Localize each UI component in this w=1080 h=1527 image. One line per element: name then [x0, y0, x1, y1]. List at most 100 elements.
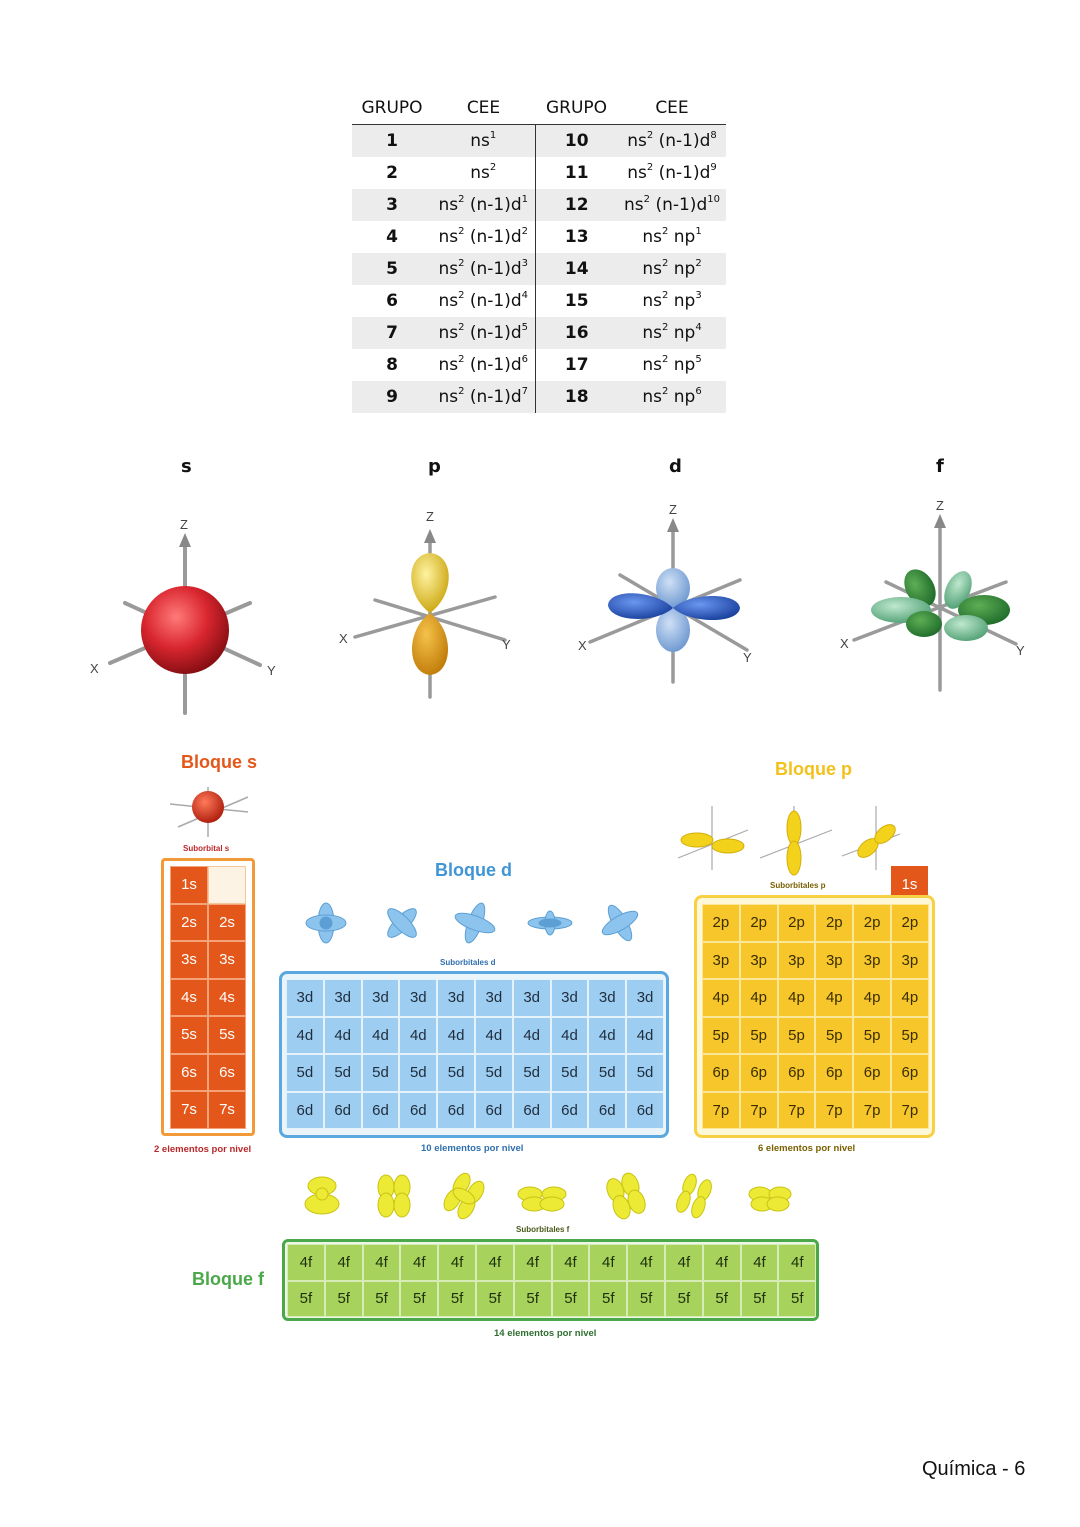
cee-sup: 2	[661, 386, 669, 397]
element-cell: 5f	[778, 1280, 817, 1317]
cee-base: ns	[470, 131, 490, 151]
element-cell: 5f	[362, 1280, 401, 1317]
cee-rest: np	[668, 291, 696, 311]
element-cell: 2s	[170, 903, 208, 941]
group-number: 9	[352, 381, 432, 413]
p-suborbitals-icons	[677, 806, 901, 876]
cee-sup: 2	[661, 354, 669, 365]
cee-rest: (n-1)d	[464, 387, 522, 407]
element-cell: 5d	[399, 1054, 438, 1092]
cee-value: ns2 (n-1)d8	[618, 124, 726, 157]
element-cell: 7p	[702, 1091, 740, 1129]
f-orbital-figure: Z X Y	[840, 498, 1025, 692]
group-number: 12	[535, 189, 618, 221]
element-cell: 4f	[702, 1244, 741, 1281]
cee-base: ns	[642, 355, 662, 375]
element-cell: 4p	[777, 979, 816, 1017]
element-cell: 5d	[474, 1054, 513, 1092]
cee-sup: 2	[458, 322, 465, 333]
cee-rest: (n-1)d	[464, 195, 522, 215]
element-cell: 6s	[170, 1053, 208, 1091]
axis-x-label: X	[90, 661, 99, 676]
group-number: 7	[352, 317, 432, 349]
element-cell: 5f	[589, 1280, 628, 1317]
cee-value: ns2 np6	[618, 381, 726, 413]
element-cell: 4f	[438, 1244, 476, 1281]
block-s-caption: 2 elementos por nivel	[154, 1144, 252, 1155]
element-cell: 3d	[399, 979, 438, 1017]
orbital-label-s: s	[181, 456, 192, 477]
cee-value: ns2 np2	[618, 253, 726, 285]
group-number: 17	[564, 355, 589, 375]
element-cell: 6d	[399, 1091, 438, 1129]
element-cell: 3d	[437, 979, 475, 1017]
element-cell: 5p	[702, 1016, 740, 1054]
cee-rsup: 2	[521, 226, 529, 237]
element-cell: 4f	[589, 1244, 628, 1281]
element-cell: 4s	[208, 978, 246, 1016]
element-cell: 3s	[208, 941, 246, 979]
element-cell: 3p	[702, 941, 740, 979]
group-number: 3	[352, 189, 432, 221]
cee-value: ns2 np5	[618, 349, 726, 381]
element-cell: 4d	[286, 1016, 324, 1054]
element-cell: 4f	[551, 1244, 590, 1281]
cee-rsup: 8	[710, 130, 717, 141]
element-cell: 3d	[512, 979, 551, 1017]
cee-value: ns2 np1	[618, 221, 726, 253]
element-cell: 2p	[853, 904, 891, 942]
element-cell: 5p	[853, 1016, 891, 1054]
d-orbital-figure: Z X Y	[578, 502, 752, 684]
cee-rsup: 4	[521, 290, 529, 301]
element-cell: 6d	[361, 1091, 400, 1129]
group-number: 16	[535, 317, 618, 349]
cee-sup: 2	[458, 194, 465, 205]
element-cell: 6d	[550, 1091, 589, 1129]
element-cell: 6p	[739, 1054, 778, 1092]
axis-z-label: Z	[180, 517, 188, 532]
group-number: 13	[564, 227, 589, 247]
element-cell: 4f	[287, 1244, 325, 1281]
element-cell: 7s	[170, 1091, 208, 1129]
element-cell: 3d	[626, 979, 664, 1017]
block-p-subcaption: Suborbitales p	[770, 881, 826, 890]
group-number: 4	[386, 227, 398, 247]
element-cell: 4d	[512, 1016, 551, 1054]
cee-sup: 2	[458, 354, 465, 365]
cee-base: ns	[642, 323, 662, 343]
cee-rest: np	[668, 387, 696, 407]
block-d-subcaption: Suborbitales d	[440, 958, 496, 967]
element-cell: 3p	[815, 941, 854, 979]
axis-x-label: X	[339, 631, 348, 646]
element-cell: 2p	[815, 904, 854, 942]
element-cell: 3d	[286, 979, 324, 1017]
cee-base: ns	[642, 291, 662, 311]
cee-sup: 2	[458, 386, 465, 397]
axis-x-label: X	[578, 638, 587, 653]
orbital-label-f: f	[936, 456, 944, 477]
element-cell: 3p	[739, 941, 778, 979]
f-suborbitals-icons	[304, 1172, 792, 1220]
cee-sup: 2	[661, 322, 669, 333]
cee-rsup: 7	[521, 386, 529, 397]
cee-rest: (n-1)d	[464, 259, 522, 279]
element-cell: 5p	[777, 1016, 816, 1054]
cee-value: ns2 (n-1)d1	[432, 189, 536, 221]
element-cell: 3s	[170, 941, 208, 979]
cee-rsup: 3	[521, 258, 529, 269]
cee-base: ns	[438, 195, 459, 215]
cee-sup: 1	[489, 130, 497, 141]
element-cell: 5f	[551, 1280, 590, 1317]
cee-rsup: 2	[695, 258, 702, 269]
cee-sup: 2	[458, 258, 465, 269]
block-p-caption: 6 elementos por nivel	[758, 1143, 856, 1154]
element-cell: 2p	[890, 904, 929, 942]
element-cell: 5f	[740, 1280, 779, 1317]
s-suborbital-icon	[170, 787, 249, 837]
element-cell: 4p	[702, 979, 740, 1017]
element-cell: 7p	[815, 1091, 854, 1129]
group-number: 5	[352, 253, 432, 285]
cee-sup: 2	[646, 162, 654, 173]
